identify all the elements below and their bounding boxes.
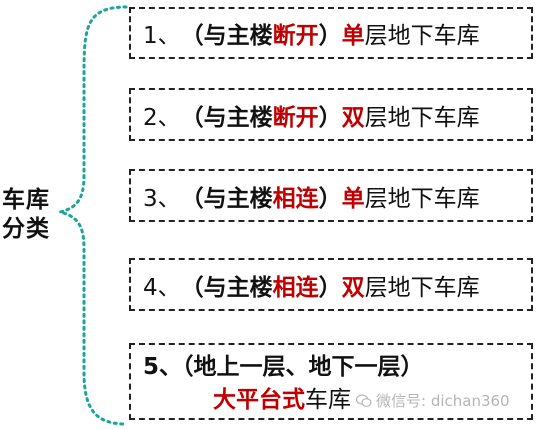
- category-box-3: 3、 （ 与主楼 相连 ） 单 层地下车库: [129, 169, 533, 222]
- item5-line2: 大平台式车库: [143, 384, 531, 417]
- item-number: 2、: [143, 104, 181, 131]
- item-paren-close: ）: [318, 274, 342, 301]
- item-paren-open: （: [180, 274, 204, 301]
- item-number: 1、: [143, 23, 181, 49]
- item-suffix: 层地下车库: [364, 185, 480, 212]
- item5-line1: 5、（地上一层、地下一层）: [143, 354, 424, 380]
- category-label-line2: 分类: [2, 216, 50, 242]
- item5-highlight: 大平台式: [213, 387, 305, 413]
- item-paren-close: ）: [318, 23, 342, 49]
- item-type: 双: [341, 104, 365, 131]
- item-prefix: 与主楼: [203, 185, 273, 212]
- category-box-1: 1、 （ 与主楼 断开 ） 单 层地下车库: [129, 7, 533, 59]
- item-prefix: 与主楼: [203, 23, 273, 49]
- item-paren-close: ）: [318, 185, 342, 212]
- item-paren-open: （: [180, 104, 204, 131]
- category-box-2: 2、 （ 与主楼 断开 ） 双 层地下车库: [129, 88, 533, 141]
- item-type: 双: [341, 274, 365, 301]
- item-prefix: 与主楼: [203, 274, 273, 301]
- watermark: 微信号: dichan360: [356, 390, 510, 411]
- watermark-text: 微信号: dichan360: [376, 392, 510, 410]
- item-paren-close: ）: [318, 104, 342, 131]
- category-label-line1: 车库: [2, 187, 50, 213]
- item-type: 单: [341, 23, 365, 49]
- item-suffix: 层地下车库: [364, 23, 480, 49]
- item-type: 单: [341, 185, 365, 212]
- item-suffix: 层地下车库: [364, 104, 480, 131]
- item5-suffix: 车库: [305, 387, 351, 413]
- item-relation: 相连: [272, 274, 319, 301]
- category-box-4: 4、 （ 与主楼 相连 ） 双 层地下车库: [129, 258, 533, 311]
- item-paren-open: （: [180, 185, 204, 212]
- wechat-icon: [356, 393, 372, 407]
- item-paren-open: （: [180, 23, 204, 49]
- item-relation: 相连: [272, 185, 319, 212]
- item-suffix: 层地下车库: [364, 274, 480, 301]
- category-label: 车库 分类: [2, 186, 66, 244]
- item-number: 3、: [143, 185, 181, 212]
- item-number: 4、: [143, 274, 181, 301]
- item-prefix: 与主楼: [203, 104, 273, 131]
- item-relation: 断开: [272, 104, 319, 131]
- category-box-5: 5、（地上一层、地下一层） 大平台式车库: [129, 343, 533, 420]
- item-relation: 断开: [272, 23, 319, 49]
